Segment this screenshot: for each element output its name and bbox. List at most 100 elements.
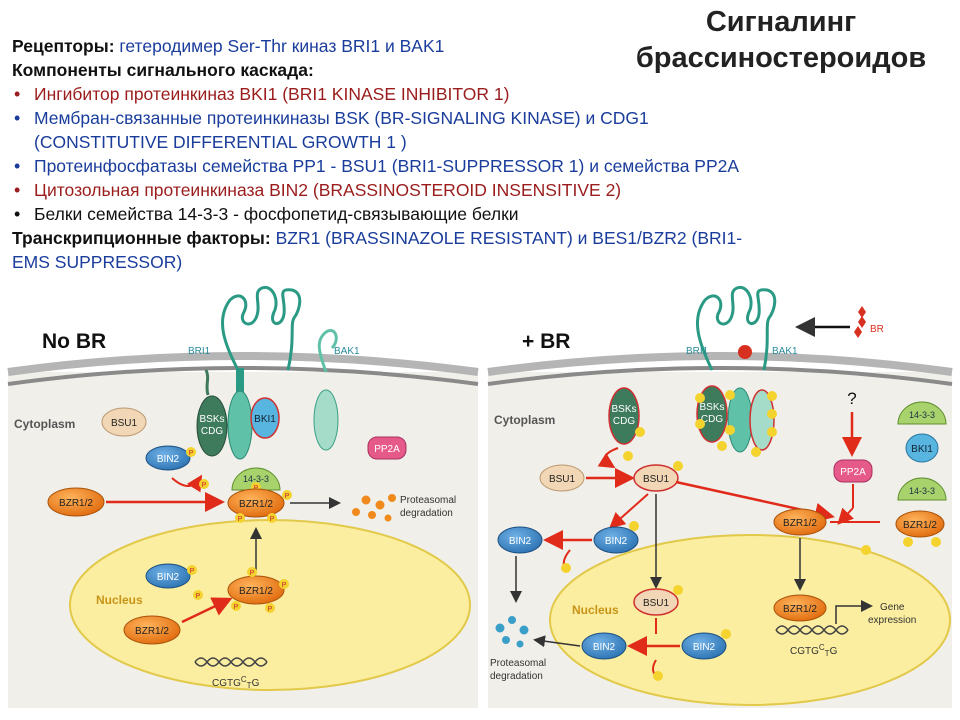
right-membrane bbox=[487, 352, 953, 376]
left-bsk-anchor bbox=[204, 369, 210, 396]
right-bzr1433-p2 bbox=[931, 537, 941, 547]
right-dna-strand2 bbox=[775, 625, 849, 635]
right-bsks-bound-label: BSKs bbox=[699, 402, 724, 413]
left-nucleus-pdot-label: P bbox=[196, 593, 201, 600]
right-bsk-pdot bbox=[623, 451, 633, 461]
title-line-2: брассиностероидов bbox=[635, 42, 927, 74]
right-nucleus-p-released bbox=[653, 671, 663, 681]
right-pp2a-dephospho-arrow bbox=[837, 507, 855, 525]
right-question-mark: ? bbox=[847, 389, 856, 408]
right-bin2-nucleus-label: BIN2 bbox=[693, 642, 716, 653]
bullet-bin2: Цитозольная протеинкиназа BIN2 (BRASSINO… bbox=[12, 178, 912, 202]
left-bri1-extracellular bbox=[221, 285, 302, 371]
left-bin2-phospho-arrow bbox=[171, 474, 203, 493]
bullet-phosphatases: Протеинфосфатазы семейства PP1 - BSU1 (B… bbox=[12, 154, 912, 178]
right-bsks-free-label: BSKs bbox=[611, 404, 636, 415]
right-degradation-label: degradation bbox=[490, 671, 543, 682]
left-phospho-dot bbox=[199, 479, 209, 489]
left-phospho-dot-label: P bbox=[202, 482, 207, 489]
right-bsu1-active-label: BSU1 bbox=[643, 474, 670, 485]
right-bki1 bbox=[905, 433, 939, 463]
right-nucleus-label: Nucleus bbox=[572, 603, 619, 617]
right-bin2-p-released bbox=[561, 563, 571, 573]
left-bzr-free-label: BZR1/2 bbox=[59, 498, 93, 509]
left-bzr-nucleus-free-label: BZR1/2 bbox=[135, 626, 169, 637]
left-bin2 bbox=[145, 445, 191, 471]
left-bin2-phospho-label: P bbox=[189, 450, 194, 457]
left-bin2-nucleus-p-label: P bbox=[190, 568, 195, 575]
left-bzrn-p1 bbox=[247, 567, 257, 577]
left-bin2-nucleus-label: BIN2 bbox=[157, 572, 180, 583]
left-bri1-kinase bbox=[227, 390, 253, 460]
right-pp2a-pdot bbox=[861, 545, 871, 555]
left-bak1-label: BAK1 bbox=[334, 346, 360, 357]
components-label: Компоненты сигнального каскада: bbox=[12, 60, 314, 80]
right-bin2-nucleus-p bbox=[721, 629, 731, 639]
right-bsu1-bin2-arrow bbox=[609, 493, 649, 529]
right-bki1-label: BKI1 bbox=[911, 444, 933, 455]
receptors-label: Рецепторы: bbox=[12, 36, 115, 56]
right-bzr-nucleus-label: BZR1/2 bbox=[783, 604, 817, 615]
bullet-bki1: Ингибитор протеинкиназ BKI1 (BRI1 KINASE… bbox=[12, 82, 912, 106]
left-14-3-3 bbox=[231, 467, 281, 491]
right-membrane-inner bbox=[487, 366, 953, 386]
bullet-1433: Белки семейства 14-3-3 - фосфопетид-связ… bbox=[12, 202, 912, 226]
text-block: Рецепторы: гетеродимер Ser-Thr киназ BRI… bbox=[12, 34, 912, 274]
left-bsu1-label: BSU1 bbox=[111, 418, 138, 429]
left-bzr-phospho-label: BZR1/2 bbox=[239, 499, 273, 510]
left-14-3-3-label: 14-3-3 bbox=[243, 474, 269, 484]
right-gene-expression-arrow bbox=[835, 600, 873, 624]
right-nuclear-bin2-degradation-arrow bbox=[533, 635, 581, 648]
left-bri1-label: BRI1 bbox=[188, 346, 211, 357]
right-panel: BRI1 BAK1 BR BSKs CDG BSKs CDG ? Cytopla… bbox=[487, 285, 953, 708]
left-bin2-phospho bbox=[186, 447, 196, 457]
left-cytoplasm-label: Cytoplasm bbox=[14, 417, 75, 431]
left-bzrn-p2 bbox=[279, 579, 289, 589]
right-bzr-1433 bbox=[895, 510, 945, 538]
receptors-line: Рецепторы: гетеродимер Ser-Thr киназ BRI… bbox=[12, 34, 912, 58]
tf-text-2: BRI1- bbox=[697, 228, 743, 248]
left-bki1 bbox=[250, 397, 280, 439]
right-bin2-dephospho bbox=[497, 526, 543, 554]
right-1433-bottom bbox=[897, 477, 947, 501]
left-bzrn-p1-label: P bbox=[250, 570, 255, 577]
left-dna-seq: CGTGCTG bbox=[212, 675, 260, 690]
tf-line: Транскрипционные факторы: BZR1 (BRASSINA… bbox=[12, 226, 912, 250]
left-bin2-nucleus bbox=[145, 563, 191, 589]
left-cdg-label: CDG bbox=[201, 426, 223, 437]
right-bri1-label: BRI1 bbox=[686, 346, 709, 357]
slide-title: Сигналинг брассиностероидов bbox=[616, 4, 946, 76]
right-bzr-nucleus bbox=[773, 594, 827, 622]
right-bsu1-nucleus-p bbox=[673, 585, 683, 595]
left-bzrn-p3-label: P bbox=[234, 604, 239, 611]
right-bak1-label: BAK1 bbox=[772, 346, 798, 357]
right-bzr-1433-label: BZR1/2 bbox=[903, 520, 937, 531]
left-degradation-label: degradation bbox=[400, 508, 453, 519]
right-bzr-active bbox=[773, 508, 827, 536]
right-br-molecule bbox=[854, 306, 866, 338]
left-panel: BRI1 BAK1 BSKs CDG BKI1 Cytoplasm BSU1 P… bbox=[7, 285, 479, 708]
left-proteasomal-label: Proteasomal bbox=[400, 495, 456, 506]
left-bzr-p1-label: P bbox=[285, 493, 290, 500]
right-bri1-extracellular bbox=[695, 285, 777, 371]
right-bsks-cdg-free bbox=[608, 387, 640, 445]
right-br-label: BR bbox=[870, 324, 884, 335]
right-proteasome-particles bbox=[495, 616, 529, 648]
right-expression-label: expression bbox=[868, 615, 916, 626]
panel-label-no-br: No BR bbox=[42, 330, 107, 353]
bullet-bsk: Мембран-связанные протеинкиназы BSK (BR-… bbox=[12, 106, 912, 130]
left-nucleus-phosphorylation-arrow bbox=[181, 597, 233, 624]
right-gene-label: Gene bbox=[880, 602, 905, 613]
left-nucleus-label: Nucleus bbox=[96, 593, 143, 607]
right-bsu1-nucleus-label: BSU1 bbox=[643, 598, 670, 609]
right-bin2-cyto bbox=[593, 526, 639, 554]
left-bzr-p3 bbox=[267, 513, 277, 523]
left-bri1-tm bbox=[236, 368, 244, 400]
right-bin2-dephospho-label: BIN2 bbox=[509, 536, 532, 547]
right-bin2-nucleus-free bbox=[581, 632, 627, 660]
left-bzrn-p3 bbox=[231, 601, 241, 611]
right-cytoplasm-label: Cytoplasm bbox=[494, 413, 555, 427]
left-bsu1 bbox=[101, 407, 147, 437]
right-cdg-bound-label: CDG bbox=[701, 414, 723, 425]
